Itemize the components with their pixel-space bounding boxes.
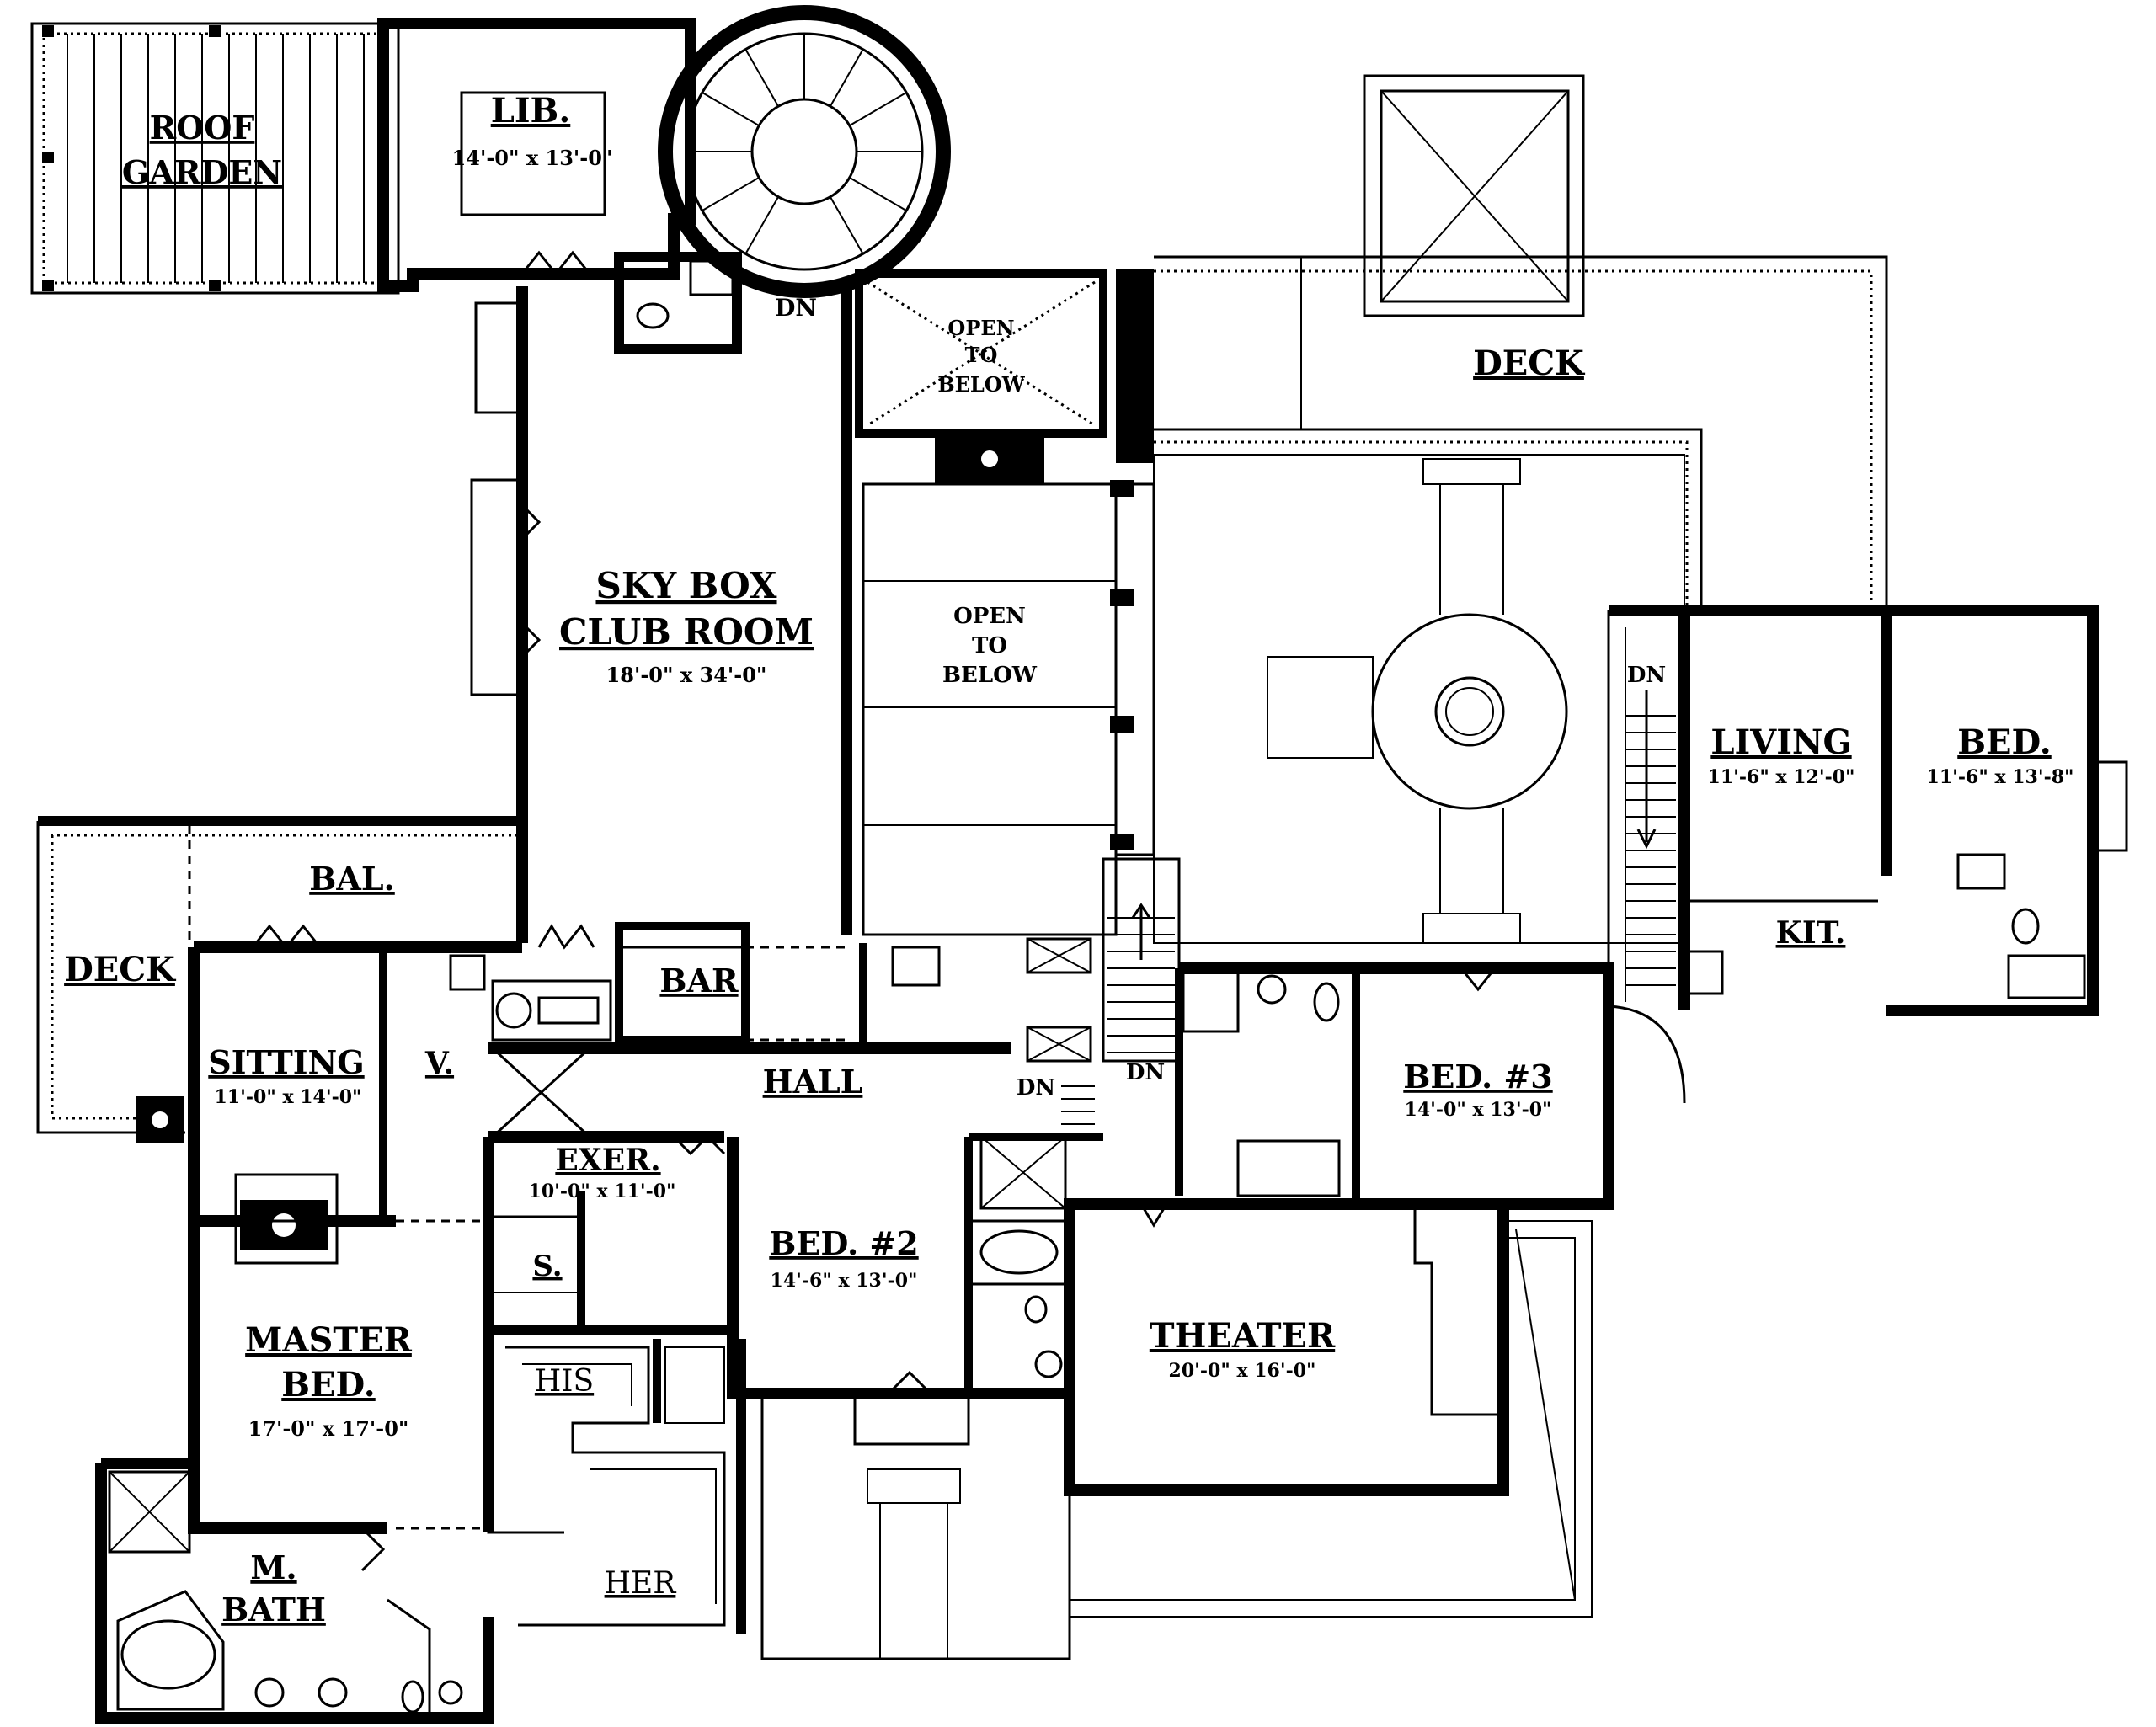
mbath-label-2: BATH: [221, 1591, 326, 1628]
bar-area: [491, 922, 846, 1044]
sky-box-dims: 18'-0" x 34'-0": [606, 663, 767, 687]
open-below-mid-3: BELOW: [942, 663, 1038, 688]
living-dims: 11'-6" x 12'-0": [1708, 766, 1855, 788]
exercise-dims: 10'-0" x 11'-0": [529, 1181, 676, 1202]
open-to-below-top: [855, 269, 1154, 484]
balcony-label: BAL.: [309, 860, 395, 898]
master-bath: [95, 1458, 494, 1724]
open-below-mid-2: TO: [972, 633, 1007, 658]
spiral-stair: [658, 5, 951, 298]
her-label: HER: [605, 1566, 677, 1601]
spiral-stair-down-label: DN: [775, 294, 817, 322]
kitchen-label: KIT.: [1776, 915, 1846, 951]
library-dims: 14'-0" x 13'-0": [452, 146, 613, 170]
theater-label: THEATER: [1150, 1316, 1336, 1356]
lower-roof: [760, 1392, 1071, 1660]
vestibule-label: V.: [424, 1046, 454, 1081]
left-deck: [36, 816, 522, 1143]
library-label: LIB.: [491, 91, 571, 131]
hall-down-label-a: DN: [1017, 1075, 1055, 1101]
roof-garden-area: [30, 22, 400, 295]
open-below-top-3: BELOW: [937, 372, 1025, 397]
bed2-dims: 14'-6" x 13'-0": [771, 1270, 918, 1292]
sitting-dims: 11'-0" x 14'-0": [215, 1086, 362, 1108]
roof-below-area: [1153, 454, 1685, 944]
sky-box-label-2: CLUB ROOM: [559, 611, 814, 653]
bed3-label: BED. #3: [1403, 1058, 1552, 1095]
bed-right-label: BED.: [1957, 722, 2051, 762]
storage-label: S.: [532, 1250, 562, 1283]
sitting-label: SITTING: [208, 1043, 364, 1081]
exercise-label: EXER.: [555, 1143, 660, 1178]
closets: [487, 1330, 746, 1634]
hall-label: HALL: [763, 1063, 863, 1101]
hall-down-label-b: DN: [1126, 1060, 1165, 1085]
mbath-label-1: M.: [250, 1548, 296, 1586]
bed-right-dims: 11'-6" x 13'-8": [1927, 766, 2074, 788]
open-to-below-middle: [862, 480, 1155, 936]
top-deck-label: DECK: [1473, 344, 1585, 383]
open-below-top-1: OPEN: [947, 316, 1014, 340]
master-label-2: BED.: [281, 1365, 375, 1405]
open-below-mid-1: OPEN: [953, 604, 1026, 629]
open-below-top-2: TO: [965, 343, 998, 367]
roof-garden-label-2: GARDEN: [122, 153, 282, 191]
powder-room: [614, 252, 742, 354]
sky-box-club-room: [470, 278, 852, 943]
sky-box-label-1: SKY BOX: [595, 565, 776, 606]
living-label: LIVING: [1710, 722, 1851, 762]
hall: [488, 857, 1181, 1156]
top-deck: [1154, 74, 1888, 615]
his-label: HIS: [535, 1364, 594, 1399]
theater-dims: 20'-0" x 16'-0": [1169, 1360, 1316, 1382]
bed2-label: BED. #2: [769, 1224, 918, 1262]
theater: [1064, 1198, 1593, 1618]
left-deck-label: DECK: [64, 950, 176, 989]
library-room: [377, 18, 696, 292]
master-dims: 17'-0" x 17'-0": [248, 1416, 409, 1441]
bed3-dims: 14'-0" x 13'-0": [1405, 1099, 1552, 1121]
master-label-1: MASTER: [245, 1320, 412, 1360]
guest-suite: [1607, 605, 2128, 1104]
right-stair-down-label: DN: [1627, 663, 1666, 688]
roof-garden-label-1: ROOF: [150, 109, 255, 147]
bar-label: BAR: [659, 962, 739, 999]
